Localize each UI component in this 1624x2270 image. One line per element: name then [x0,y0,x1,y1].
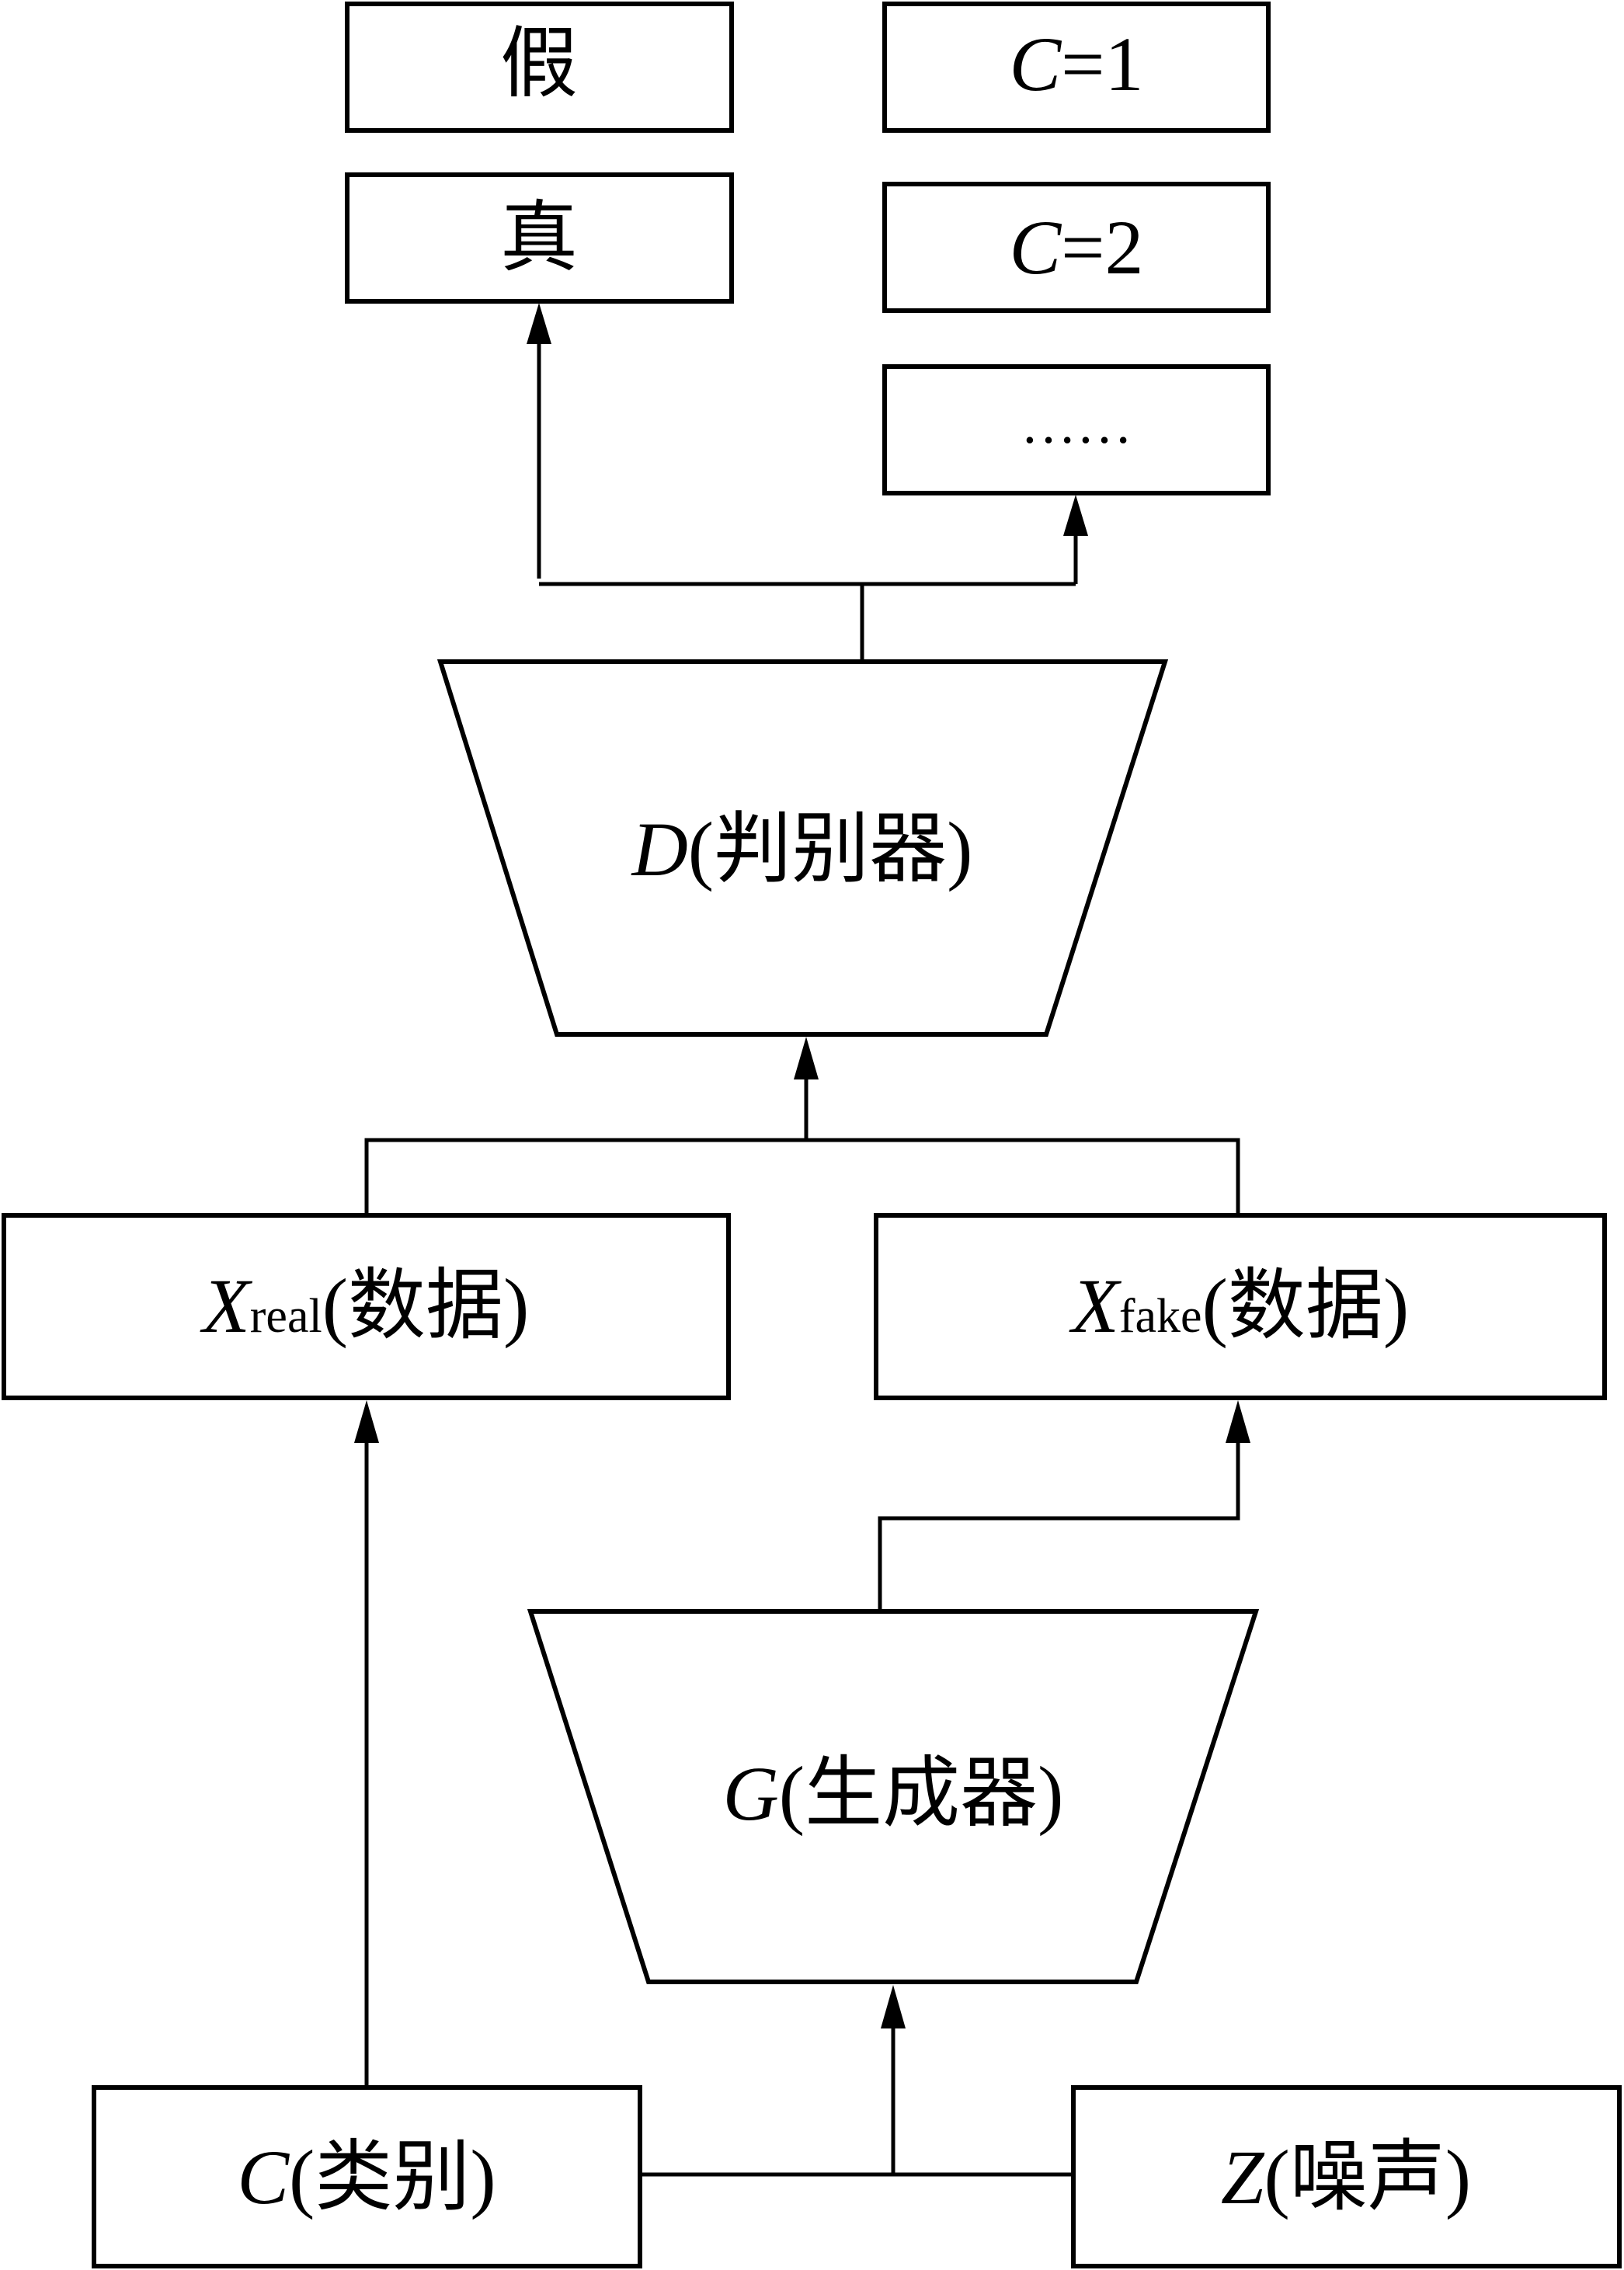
output-more-label: …… [1021,393,1132,455]
class2-var: C [1009,204,1062,290]
noise-input-label: Z(噪声) [1221,2134,1471,2220]
arrow-to-real [527,303,551,344]
output-class1-box: C=1 [882,2,1271,133]
xreal-var: X [200,1263,253,1349]
inputs-to-generator-connector [640,1985,1073,2177]
xfake-box: Xfake(数据) [874,1213,1607,1400]
output-class1-label: C=1 [1009,21,1143,107]
data-to-discriminator-connector [364,1037,1240,1213]
class1-value: =1 [1061,21,1143,107]
generator-label: G(生成器) [723,1750,1064,1837]
class-to-xreal-connector [354,1400,379,2085]
discriminator-var: D [631,806,688,892]
discriminator-output-connector [527,303,1088,662]
class-input-var: C [237,2134,290,2220]
discriminator-block: D(判别器) [436,659,1169,1037]
arrow-to-generator [881,1985,906,2028]
discriminator-text: (判别器) [688,806,973,892]
xfake-text: (数据) [1202,1263,1410,1349]
xfake-subscript: fake [1119,1290,1202,1343]
class-input-label: C(类别) [237,2134,496,2220]
output-class2-label: C=2 [1009,204,1143,290]
output-more-box: …… [882,364,1271,495]
noise-input-text: (噪声) [1264,2134,1472,2220]
output-class2-box: C=2 [882,182,1271,313]
generator-block: G(生成器) [527,1609,1260,1984]
class-input-box: C(类别) [92,2085,642,2268]
discriminator-label: D(判别器) [631,806,973,892]
arrow-to-classes [1063,495,1088,536]
class2-value: =2 [1061,204,1143,290]
output-fake-box: 假 [345,2,734,133]
generator-to-xfake-connector [878,1400,1250,1611]
class-input-text: (类别) [289,2134,496,2220]
generator-text: (生成器) [779,1750,1064,1837]
generator-var: G [723,1750,779,1837]
xreal-box: Xreal(数据) [2,1213,731,1400]
xreal-subscript: real [250,1290,322,1343]
arrow-to-xfake [1226,1400,1250,1443]
xreal-text: (数据) [322,1263,530,1349]
noise-input-box: Z(噪声) [1071,2085,1622,2268]
xfake-var: X [1069,1263,1122,1349]
arrow-to-xreal [354,1400,379,1443]
output-fake-label: 假 [500,21,578,107]
output-real-label: 真 [500,195,578,281]
class1-var: C [1009,21,1062,107]
noise-input-var: Z [1221,2134,1265,2220]
xfake-label: Xfake(数据) [1069,1263,1409,1349]
xreal-label: Xreal(数据) [200,1263,530,1349]
output-real-box: 真 [345,172,734,304]
arrow-to-discriminator [794,1037,819,1079]
